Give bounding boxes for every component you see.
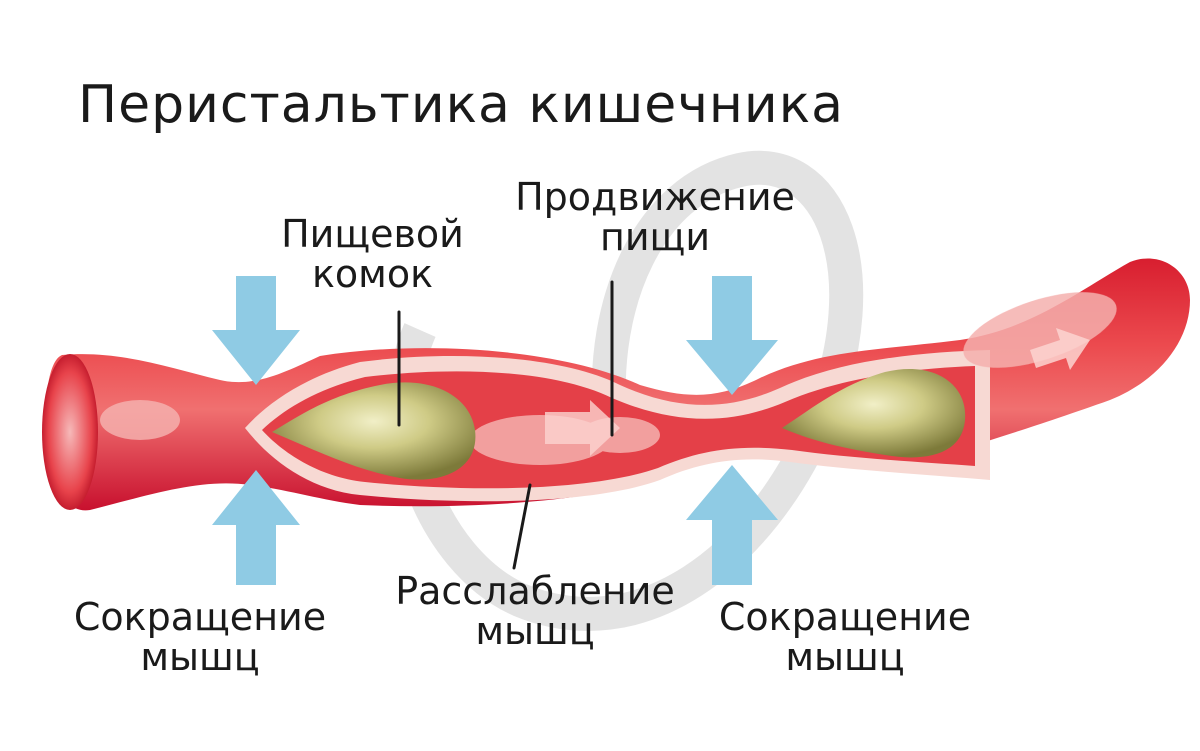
label-relaxation-line2: мышц [475, 608, 595, 653]
label-food-movement-line1: Продвижение [515, 175, 795, 219]
intestine-opening [42, 354, 98, 510]
label-contraction-right-line2: мышц [785, 634, 905, 679]
label-contraction-right: Сокращение мышц [705, 595, 985, 679]
leader-lines [397, 280, 614, 570]
label-contraction-left-line2: мышц [140, 634, 260, 679]
label-relaxation: Расслабление мышц [380, 569, 690, 653]
label-contraction-left: Сокращение мышц [60, 595, 340, 679]
label-food-movement: Продвижение пищи [500, 175, 810, 259]
arrow-icon [212, 276, 778, 585]
label-food-bolus-line2: комок [311, 251, 434, 296]
label-food-bolus-line1: Пищевой [281, 212, 464, 256]
motion-arrow-right-icon [1030, 328, 1090, 370]
food-bolus-right [782, 368, 966, 458]
label-food-movement-line2: пищи [599, 214, 711, 259]
label-relaxation-line1: Расслабление [395, 569, 675, 613]
label-food-bolus: Пищевой комок [270, 212, 475, 296]
motion-arrow-icon [545, 400, 620, 456]
label-contraction-right-line1: Сокращение [718, 595, 972, 639]
diagram-title: Перистальтика кишечника [78, 75, 844, 135]
food-bolus-left [272, 382, 476, 480]
label-contraction-left-line1: Сокращение [73, 595, 327, 639]
